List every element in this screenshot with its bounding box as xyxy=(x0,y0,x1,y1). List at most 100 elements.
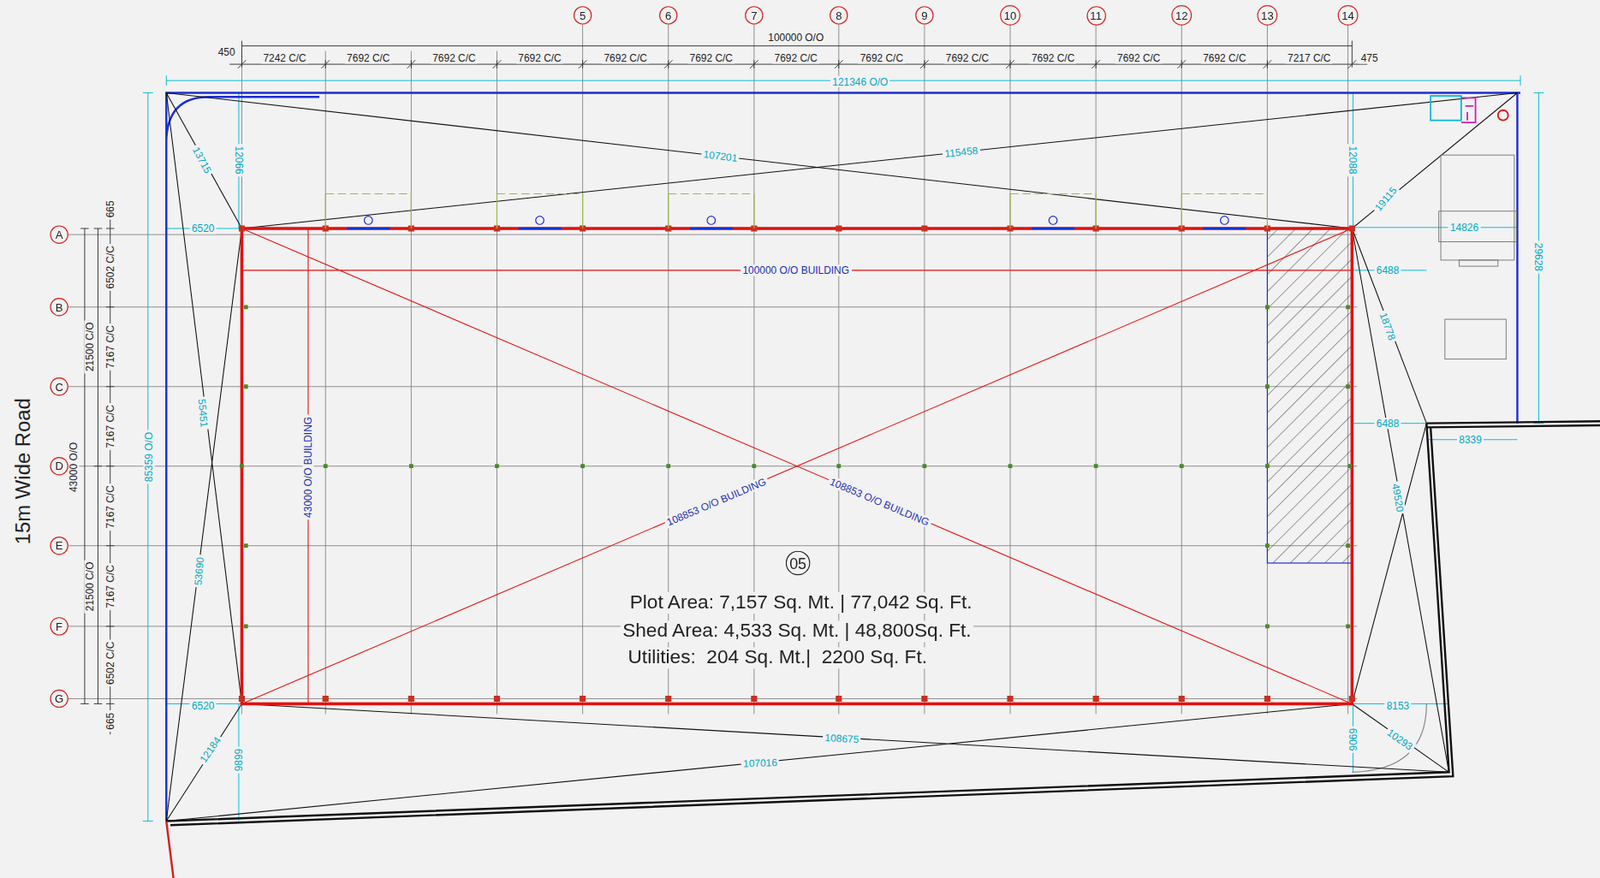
grid-bubble: D xyxy=(49,457,68,476)
dimension-label: 7692 C/C xyxy=(430,52,478,64)
area-note: Utilities: 204 Sq. Mt.| 2200 Sq. Ft. xyxy=(625,647,929,669)
grid-bubble: 13 xyxy=(1256,5,1278,26)
dimension-label: 6502 C/C xyxy=(104,243,116,292)
building-dimension: 108853 O/O BUILDING xyxy=(663,475,770,530)
dimension-label: 108675 xyxy=(822,731,862,745)
grid-bubble: F xyxy=(49,617,68,636)
dimension-label: 7692 C/C xyxy=(1201,52,1249,64)
grid-label: 11 xyxy=(1089,9,1102,21)
dimension-label: 29628 xyxy=(1533,240,1545,274)
dimension-label: 121346 O/O xyxy=(830,76,891,88)
dock-sides xyxy=(325,193,1267,229)
grid-bubble: 10 xyxy=(999,5,1021,26)
dimension-label: 13715 xyxy=(189,142,215,178)
dimension-label: 55451 xyxy=(196,396,210,430)
grid-label: F xyxy=(55,620,63,632)
building-dimension: 100000 O/O BUILDING xyxy=(740,264,851,276)
dimension-label: 6488 xyxy=(1373,417,1401,429)
dimension-label: 9069 xyxy=(1347,726,1359,754)
dimension-label: 14826 xyxy=(1448,221,1482,233)
area-note: Plot Area: 7,157 Sq. Mt. | 77,042 Sq. Ft… xyxy=(627,592,975,614)
dimension-label: 12088 xyxy=(1347,143,1359,177)
grid-label: 10 xyxy=(1004,9,1018,21)
door-icons xyxy=(364,216,1230,226)
dimension-label: 12066 xyxy=(232,143,244,177)
dimension-label: 100000 O/O xyxy=(766,32,827,44)
dimension-label: 7692 C/C xyxy=(344,52,393,64)
dimension-label: 7217 C/C xyxy=(1285,52,1333,64)
dimension-label: 7692 C/C xyxy=(516,52,564,64)
building-dimension: 108853 O/O BUILDING xyxy=(826,475,933,530)
grid-bubble: 11 xyxy=(1086,5,1107,26)
grid-bubble: 5 xyxy=(573,5,592,24)
dimension-lines xyxy=(80,41,1368,736)
dimension-label: 53690 xyxy=(191,554,206,589)
grid-label: 7 xyxy=(750,9,757,21)
grid-label: 05 xyxy=(789,555,807,572)
area-note: Shed Area: 4,533 Sq. Mt. | 48,800Sq. Ft. xyxy=(620,620,974,643)
area-note: 15m Wide Road xyxy=(11,396,34,548)
dimension-label: 7167 C/C xyxy=(104,563,116,611)
dimension-label: 12184 xyxy=(196,733,224,768)
dimension-label: 18778 xyxy=(1376,309,1398,344)
grid-label: 5 xyxy=(579,9,586,21)
dimension-label: 8153 xyxy=(1384,700,1411,712)
dimension-label: 10293 xyxy=(1383,725,1417,754)
grid-label: 8 xyxy=(835,9,842,21)
dimension-label: 9899 xyxy=(232,746,244,774)
overall-dimension-line xyxy=(142,75,1545,821)
dimension-label: 7167 C/C xyxy=(104,403,116,451)
column-markers xyxy=(238,225,1356,702)
building-outline xyxy=(241,228,1352,704)
grid-bubble: C xyxy=(49,377,68,396)
dimension-label: 43000 O/O xyxy=(67,440,79,494)
building-diagonals xyxy=(241,228,1352,704)
dimension-label: 450 xyxy=(215,46,238,58)
grid-bubble: 12 xyxy=(1171,5,1192,26)
grid-lines xyxy=(68,24,1357,715)
dimension-label: 115458 xyxy=(941,144,981,161)
dimension-label: 21500 C/O xyxy=(83,320,96,374)
dimension-label: 8339 xyxy=(1457,434,1484,446)
grid-label: G xyxy=(54,693,64,705)
grid-bubble: B xyxy=(49,297,68,316)
grid-bubble: E xyxy=(49,536,68,555)
grid-bubble: 9 xyxy=(915,5,934,24)
grid-label: E xyxy=(55,540,64,552)
grid-label: C xyxy=(54,380,63,393)
dimension-label: 6488 xyxy=(1373,264,1401,276)
triangulation-lines xyxy=(166,92,1517,821)
dimension-label: 7692 C/C xyxy=(1115,52,1163,64)
dimension-label: 7692 C/C xyxy=(687,52,735,64)
dimension-label: 7692 C/C xyxy=(943,52,991,64)
hatched-area xyxy=(1266,228,1352,564)
grid-label: 12 xyxy=(1175,9,1189,21)
utility-room xyxy=(1430,95,1509,123)
dock-outlines xyxy=(325,193,1267,195)
dimension-label: 85359 O/O xyxy=(142,429,155,484)
grid-bubble: 14 xyxy=(1338,5,1359,26)
plot-boundary xyxy=(166,92,1521,821)
dimension-label: 6520 xyxy=(190,222,217,234)
dimension-label: 107201 xyxy=(701,148,741,164)
plot-number-circle: 05 xyxy=(785,551,811,577)
utility-blocks xyxy=(1439,154,1517,359)
grid-label: D xyxy=(54,460,63,472)
plot-boundary-black xyxy=(166,421,1600,826)
dimension-label: 107016 xyxy=(741,756,780,770)
dimension-label: 475 xyxy=(1358,52,1380,64)
dimension-label: 19115 xyxy=(1371,183,1401,215)
dimension-label: 7692 C/C xyxy=(772,52,820,64)
dimension-label: 665 xyxy=(104,710,116,732)
grid-label: 6 xyxy=(665,9,672,21)
dimension-label: 6502 C/C xyxy=(104,639,116,687)
grid-bubble: G xyxy=(49,689,68,708)
dimension-label: 7692 C/C xyxy=(1029,52,1077,64)
grid-label: B xyxy=(55,301,64,313)
dimension-label: 49520 xyxy=(1389,481,1406,516)
dimension-label: 6520 xyxy=(190,700,217,712)
dimension-label: 21500 C/O xyxy=(83,559,96,613)
grid-bubble: 7 xyxy=(744,5,763,24)
grid-label: 9 xyxy=(921,9,928,21)
grid-label: A xyxy=(55,229,64,241)
